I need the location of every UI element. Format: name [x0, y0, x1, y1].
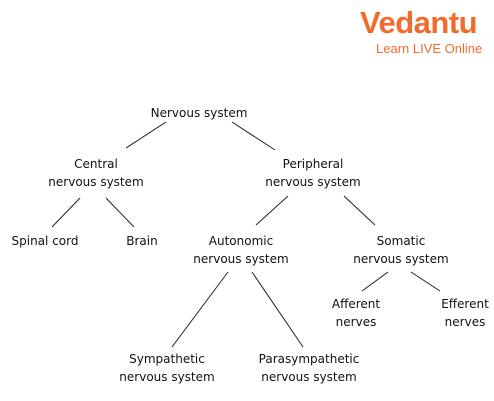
node-efferent-line-2: nerves	[444, 315, 486, 329]
node-afferent-line-1: Afferent	[331, 297, 381, 311]
logo-wordmark: Vedantu	[360, 5, 478, 40]
node-central-line-2: nervous system	[48, 175, 144, 189]
node-somatic-line-2: nervous system	[353, 252, 449, 266]
node-sympathetic-line-1: Sympathetic	[129, 352, 205, 366]
edge-central-spinal-cord	[51, 197, 81, 228]
edge-peripheral-somatic	[343, 195, 376, 226]
node-brain: Brain	[126, 232, 157, 250]
edge-nervous-system-central	[125, 121, 167, 149]
edge-somatic-efferent	[410, 271, 441, 292]
node-somatic-line-1: Somatic	[376, 234, 426, 248]
node-spinal-cord-label: Spinal cord	[11, 234, 79, 248]
node-efferent-nerves: Efferent nerves	[441, 295, 489, 331]
edge-autonomic-sympathetic	[171, 271, 229, 348]
node-brain-label: Brain	[126, 234, 158, 248]
node-parasympathetic-nervous-system: Parasympathetic nervous system	[259, 350, 360, 386]
node-peripheral-line-1: Peripheral	[282, 157, 344, 171]
node-sympathetic-nervous-system: Sympathetic nervous system	[119, 350, 214, 386]
node-spinal-cord: Spinal cord	[12, 232, 79, 250]
node-peripheral-nervous-system: Peripheral nervous system	[265, 155, 360, 191]
edge-autonomic-parasympathetic	[251, 271, 304, 348]
edge-nervous-system-peripheral	[231, 121, 276, 151]
node-nervous-system-label: Nervous system	[150, 106, 248, 120]
node-nervous-system: Nervous system	[151, 104, 248, 122]
node-peripheral-line-2: nervous system	[265, 175, 361, 189]
node-parasympathetic-line-1: Parasympathetic	[258, 352, 360, 366]
edge-somatic-afferent	[361, 271, 389, 292]
node-parasympathetic-line-2: nervous system	[261, 370, 357, 384]
node-autonomic-line-1: Autonomic	[208, 234, 274, 248]
node-central-line-1: Central	[74, 157, 118, 171]
edge-central-brain	[105, 197, 135, 228]
node-central-nervous-system: Central nervous system	[48, 155, 143, 191]
node-somatic-nervous-system: Somatic nervous system	[353, 232, 448, 268]
vedantu-logo: Vedantu Learn LIVE Online	[356, 6, 486, 62]
node-sympathetic-line-2: nervous system	[119, 370, 215, 384]
node-autonomic-nervous-system: Autonomic nervous system	[193, 232, 288, 268]
node-efferent-line-1: Efferent	[441, 297, 489, 311]
logo-tagline: Learn LIVE Online	[376, 41, 483, 56]
edge-peripheral-autonomic	[255, 195, 289, 226]
node-afferent-line-2: nerves	[335, 315, 377, 329]
node-autonomic-line-2: nervous system	[193, 252, 289, 266]
node-afferent-nerves: Afferent nerves	[332, 295, 380, 331]
